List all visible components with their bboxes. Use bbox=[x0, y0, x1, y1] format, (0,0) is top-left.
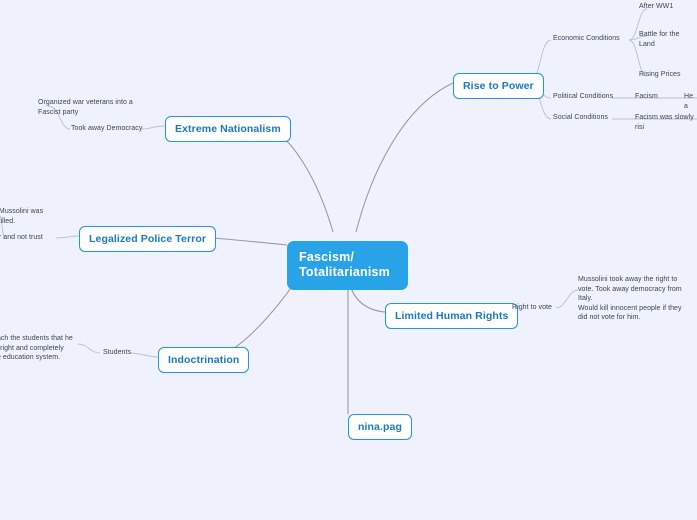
branch-label-indoctrination: Indoctrination bbox=[168, 354, 240, 366]
edge-right-to-vote-mussolini bbox=[555, 289, 579, 309]
branch-node-legalized-police-terror[interactable]: Legalized Police Terror bbox=[79, 226, 217, 252]
sub-label-battle-for-the-land[interactable]: Battle for the Land bbox=[639, 31, 680, 48]
branch-node-rise-to-power[interactable]: Rise to Power bbox=[453, 73, 544, 99]
sub-label-right-to-vote[interactable]: Right to vote bbox=[512, 304, 552, 311]
branch-label-extreme-nationalism: Extreme Nationalism bbox=[175, 123, 281, 135]
sub-label-rising-prices[interactable]: Rising Prices bbox=[639, 71, 681, 78]
branch-label-limited-human-rights: Limited Human Rights bbox=[395, 310, 509, 322]
sub-label-organized-war-veterans[interactable]: Organized war veterans into a Fascist pa… bbox=[38, 99, 133, 116]
edge-extreme-took-away-democracy bbox=[141, 125, 166, 130]
sub-label-mussolini-took-away-vote[interactable]: Mussolini took away the right to vote. T… bbox=[578, 276, 682, 321]
sub-label-fear-and-not-trust[interactable]: ear and not trust bbox=[0, 234, 43, 241]
sub-label-social-conditions[interactable]: Social Conditions bbox=[553, 114, 608, 121]
branch-label-rise-to-power: Rise to Power bbox=[463, 80, 534, 92]
root-node-label: Fascism/ Totalitarianism bbox=[299, 250, 390, 279]
root-node-fascism-totalitarianism[interactable]: Fascism/ Totalitarianism bbox=[287, 241, 408, 290]
branch-node-limited-human-rights[interactable]: Limited Human Rights bbox=[385, 303, 519, 329]
sub-label-students[interactable]: Students bbox=[103, 349, 132, 356]
sub-label-facism[interactable]: Facism bbox=[635, 93, 658, 100]
sub-label-economic-conditions[interactable]: Economic Conditions bbox=[553, 35, 620, 42]
sub-label-facism-was-slowly-rising[interactable]: Facism was slowly risi bbox=[635, 114, 694, 131]
sub-label-after-ww1[interactable]: After WW1 bbox=[639, 3, 674, 10]
branch-label-nina-pag: nina.pag bbox=[358, 421, 402, 433]
edge-students-teach bbox=[77, 343, 101, 354]
sub-label-teach-the-students[interactable]: teach the students that he ys right and … bbox=[0, 335, 73, 361]
sub-label-he-a[interactable]: He a bbox=[684, 93, 694, 110]
edge-root-rise-to-power bbox=[355, 82, 454, 233]
sub-label-political-conditions[interactable]: Political Conditions bbox=[553, 93, 614, 100]
branch-node-indoctrination[interactable]: Indoctrination bbox=[158, 347, 250, 373]
branch-label-legalized-police-terror: Legalized Police Terror bbox=[89, 233, 207, 245]
branch-node-nina-pag[interactable]: nina.pag bbox=[348, 414, 412, 440]
branch-node-extreme-nationalism[interactable]: Extreme Nationalism bbox=[165, 116, 291, 142]
edge-police-fear-and-not-trust bbox=[55, 235, 80, 239]
edge-indoctrination-students bbox=[129, 352, 159, 358]
sub-label-mussolini-killed[interactable]: to Mussolini was n killed. bbox=[0, 208, 44, 225]
sub-label-took-away-democracy[interactable]: Took away Democracy bbox=[71, 125, 143, 132]
